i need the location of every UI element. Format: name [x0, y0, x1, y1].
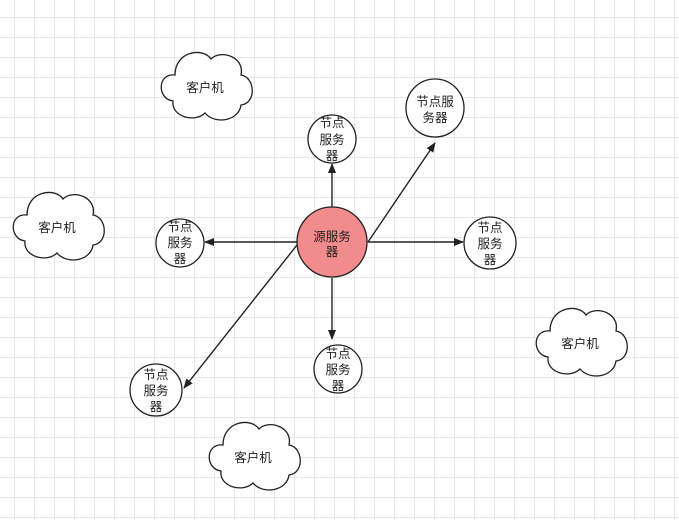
node-server-shape [307, 114, 357, 164]
node-server-label: 节点 [167, 219, 192, 234]
node-server-label: 器 [332, 378, 345, 393]
client-cloud-left[interactable]: 客户机 [12, 191, 105, 261]
node-server-bottom[interactable]: 节点 服务 器 [313, 344, 363, 394]
client-cloud-right[interactable]: 客户机 [535, 307, 628, 377]
node-server-label: 服务 [477, 236, 502, 251]
node-server-shape [155, 218, 205, 268]
node-server-shape [129, 363, 183, 417]
cloud-icon [12, 191, 105, 261]
node-server-top[interactable]: 节点 服务 器 [307, 114, 357, 164]
node-server-shape [463, 216, 517, 270]
node-server-label: 节点 [477, 220, 502, 235]
node-server-label: 服务 [167, 235, 192, 250]
node-server-label: 服务 [319, 132, 344, 147]
node-server-label: 节点 [325, 346, 350, 361]
node-server-left[interactable]: 节点 服务 器 [155, 218, 205, 268]
client-label: 客户机 [234, 450, 272, 465]
client-label: 客户机 [186, 80, 224, 95]
node-server-label: 服务 [143, 383, 168, 398]
node-server-label: 务器 [422, 110, 448, 125]
node-server-label: 器 [174, 251, 187, 266]
node-server-shape [313, 344, 363, 394]
node-server-label: 节点服 [416, 94, 454, 109]
node-server-label: 节点 [143, 367, 168, 382]
client-cloud-bottom[interactable]: 客户机 [208, 421, 301, 491]
node-server-label: 节点 [319, 115, 344, 130]
node-server-label: 器 [484, 252, 497, 267]
source-server-label-line-1: 源服务 [313, 229, 351, 244]
cloud-icon [535, 307, 628, 377]
source-server-label-line-2: 器 [326, 244, 339, 259]
client-cloud-top-left[interactable]: 客户机 [160, 51, 253, 121]
client-label: 客户机 [561, 336, 599, 351]
node-server-label: 器 [150, 399, 163, 414]
node-server-right[interactable]: 节点 服务 器 [463, 216, 517, 270]
cloud-icon [208, 421, 301, 491]
arrow-to-top-right-node [367, 142, 436, 243]
node-server-label: 器 [326, 148, 339, 163]
client-label: 客户机 [38, 220, 76, 235]
arrow-to-bottom-left-node [183, 244, 298, 389]
source-server-shape [296, 206, 368, 278]
node-server-bottom-left[interactable]: 节点 服务 器 [129, 363, 183, 417]
cloud-icon [160, 51, 253, 121]
node-server-top-right[interactable]: 节点服 务器 [405, 78, 465, 138]
source-server-node[interactable]: 源服务 器 [296, 206, 368, 278]
node-server-shape [405, 78, 465, 138]
node-server-label: 服务 [325, 362, 350, 377]
